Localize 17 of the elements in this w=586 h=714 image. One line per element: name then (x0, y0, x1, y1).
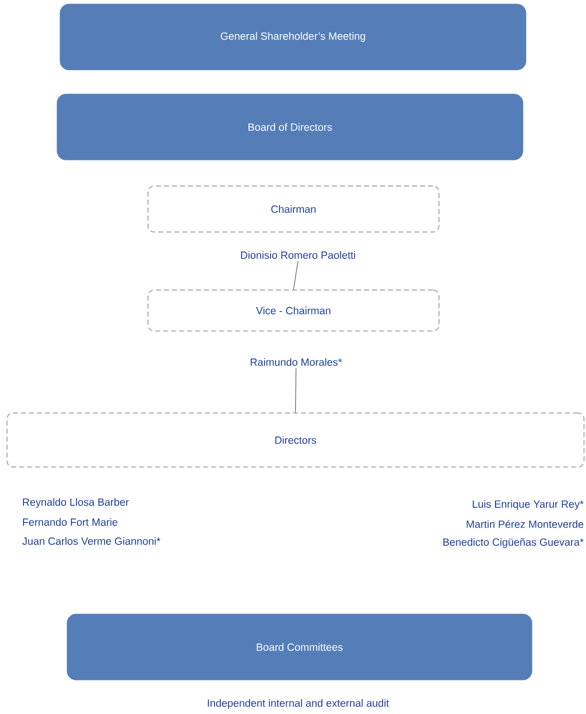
person-name: Raimundo Morales* (250, 358, 342, 366)
director-name: Reynaldo Llosa Barber (23, 498, 129, 508)
director-name: Martin Pérez Monteverde (466, 520, 584, 528)
audit-note: Independent internal and external audit (208, 699, 389, 709)
director-name: Benedicto Cigüeñas Guevara* (443, 538, 584, 548)
role-box: Vice - Chairman (148, 290, 440, 332)
connector-line (293, 260, 298, 290)
director-name: Fernando Fort Marie (23, 518, 118, 526)
person-name: Dionisio Romero Paoletti (241, 251, 356, 259)
director-name: Juan Carlos Verme Giannoni* (22, 537, 160, 545)
org-box: General Shareholder’s Meeting (60, 4, 526, 70)
connector-line (295, 368, 296, 413)
role-box: Chairman (148, 186, 440, 232)
role-box: Directors (6, 412, 584, 468)
org-box: Board of Directors (56, 94, 524, 160)
org-box: Board Committees (66, 614, 532, 680)
director-name: Luis Enrique Yarur Rey* (472, 500, 584, 510)
